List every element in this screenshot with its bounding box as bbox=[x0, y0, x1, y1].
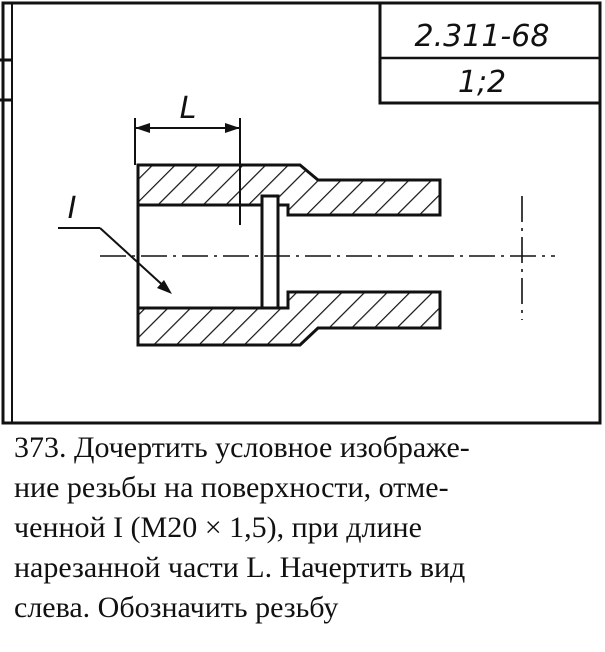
caption-line-4: нарезанной части L. Начертить вид bbox=[14, 551, 466, 584]
surface-label: I bbox=[68, 191, 77, 226]
exercise-number: 373. bbox=[14, 431, 67, 464]
caption-line-5: слева. Обозначить резьбу bbox=[14, 591, 339, 624]
exercise-text: 373. Дочертить условное изображе- ние ре… bbox=[14, 428, 594, 628]
dimension-label: L bbox=[180, 91, 197, 126]
dimension-L: L bbox=[134, 91, 241, 225]
part-section bbox=[136, 163, 442, 347]
caption-line-1: 373. Дочертить условное изображе- bbox=[14, 431, 470, 464]
upper-wall-hatch bbox=[136, 163, 442, 217]
thread-undercut-groove bbox=[260, 194, 280, 310]
scale-value: 1;2 bbox=[458, 65, 506, 100]
caption-line-3: ченной I (M20 × 1,5), при длине bbox=[14, 511, 422, 544]
lower-wall-hatch bbox=[136, 290, 442, 347]
caption-line-2: ние резьбы на поверхности, отме- bbox=[14, 471, 449, 504]
standard-number: 2.311-68 bbox=[415, 19, 550, 54]
leader-I: I bbox=[58, 191, 172, 294]
title-block: 2.311-68 1;2 bbox=[378, 1, 602, 105]
drawing-frame bbox=[1, 1, 602, 425]
